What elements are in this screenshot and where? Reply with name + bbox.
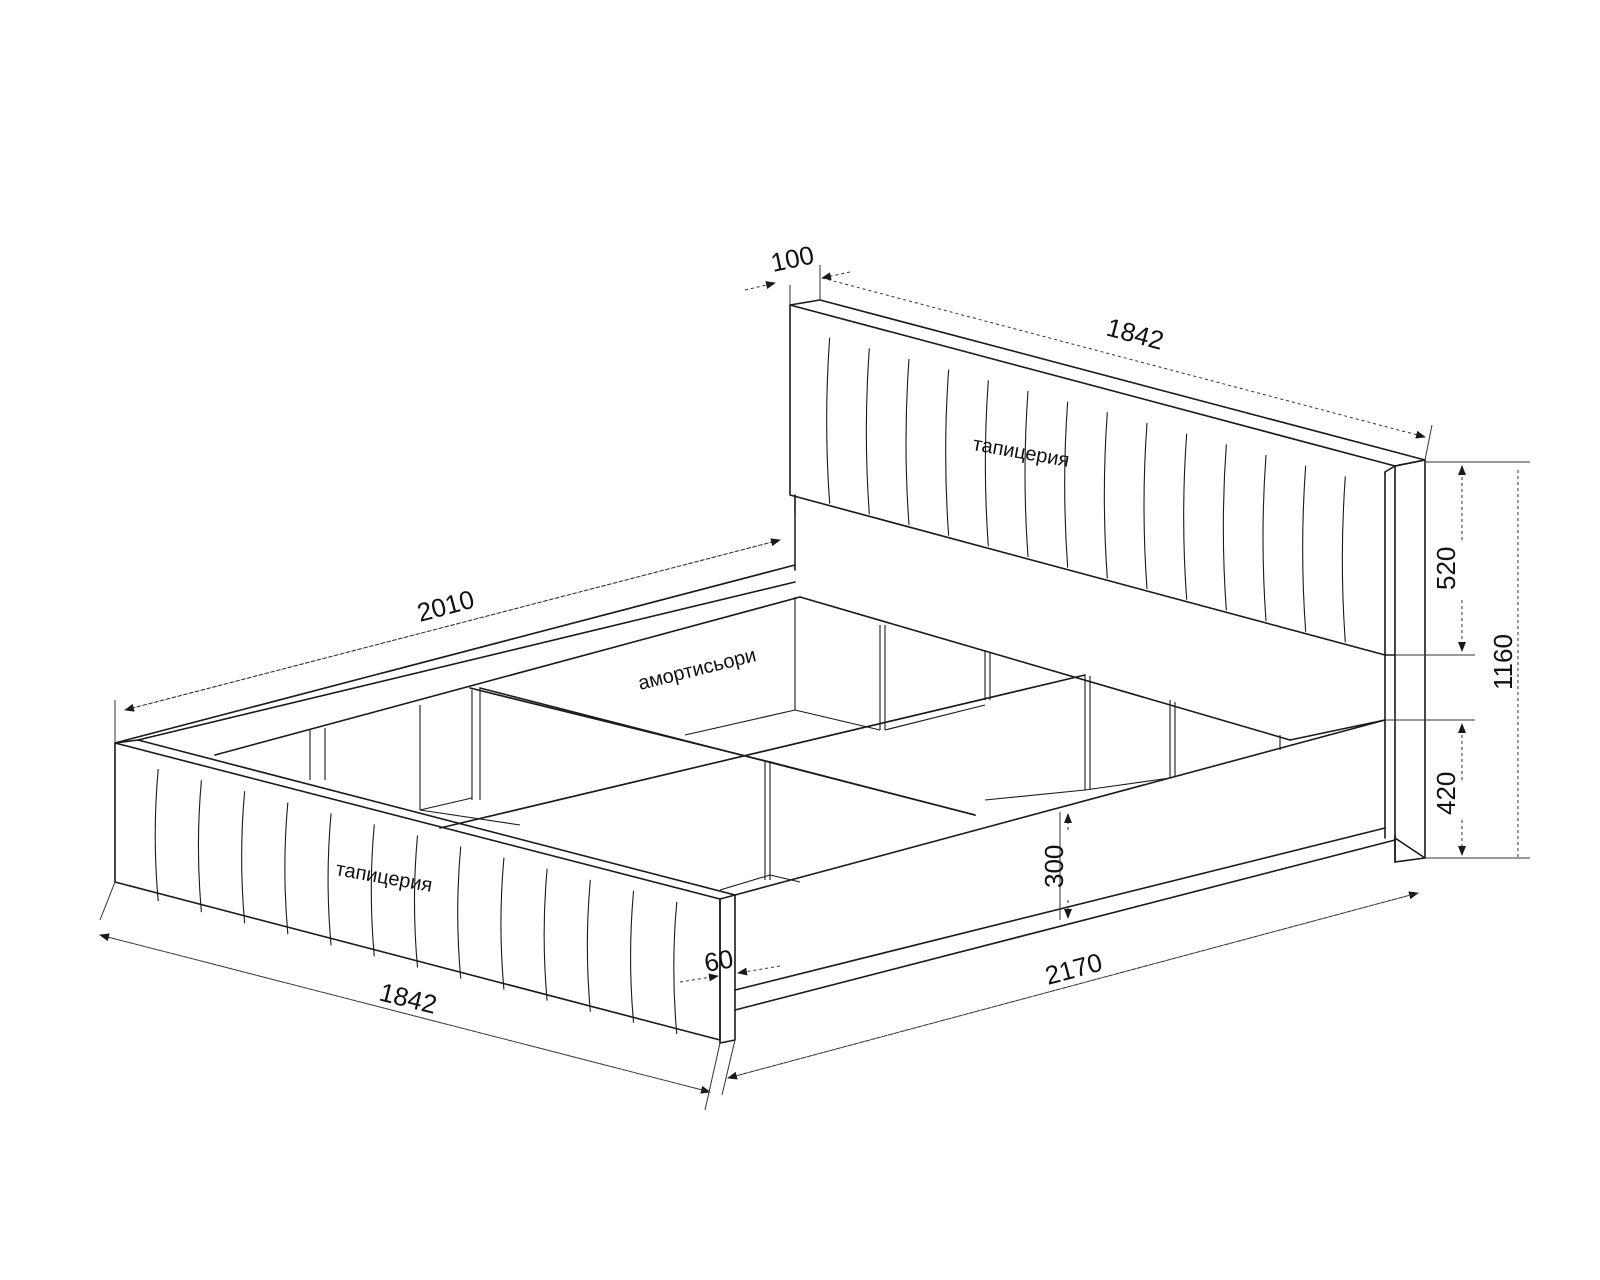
label-shock-absorbers: амортисьори (636, 644, 759, 695)
dim-total-height: 1160 (1488, 634, 1518, 690)
footboard-pleat (630, 890, 635, 1023)
headboard-pleat (1103, 412, 1108, 579)
dim-rail-height: 300 (1039, 845, 1069, 888)
headboard-pleat (1024, 390, 1029, 558)
footboard-pleat (241, 791, 246, 924)
headboard-pleat (1064, 401, 1069, 568)
headboard-pleat (905, 358, 910, 526)
footboard-pleat (500, 857, 505, 990)
dimension-lines (99, 265, 1530, 1111)
headboard-pleat (984, 380, 989, 547)
headboard-pleat (1222, 444, 1227, 611)
dim-total-length: 2170 (1042, 947, 1106, 991)
headboard-pleat (1183, 433, 1188, 600)
footboard-pleat (673, 901, 678, 1034)
footboard-pleat (543, 868, 548, 1001)
headboard-pleat (826, 337, 831, 504)
label-footboard-upholstery: тапицерия (334, 858, 434, 897)
bed-frame (114, 564, 1426, 1011)
footboard-pleat (197, 780, 202, 913)
headboard-pleat (1262, 454, 1267, 622)
headboard (789, 299, 1426, 863)
footboard-pleat (154, 769, 159, 902)
dim-foot-width: 1842 (377, 977, 440, 1020)
footboard-pleat (284, 802, 289, 935)
footboard-pleat (327, 813, 332, 946)
dim-base-height: 420 (1431, 772, 1461, 815)
headboard-pleat (865, 348, 870, 515)
dim-head-width: 1842 (1103, 312, 1167, 356)
footboard-pleat (413, 835, 419, 968)
headboard-pleat (1341, 476, 1346, 643)
headboard-pleat (1302, 465, 1307, 632)
label-headboard-upholstery: тапицерия (971, 433, 1071, 472)
footboard-pleat (370, 824, 375, 957)
dim-head-thickness: 100 (768, 240, 817, 278)
storage-compartments (309, 597, 1281, 891)
headboard-pleat (945, 369, 950, 536)
headboard-pleats (826, 337, 1346, 643)
footboard-pleat (457, 846, 462, 979)
footboard-pleat (586, 879, 591, 1012)
dim-panel-height: 520 (1431, 547, 1461, 590)
dim-foot-thickness: 60 (702, 943, 736, 978)
headboard-pleat (1143, 422, 1148, 590)
footboard-pleats (154, 769, 678, 1034)
